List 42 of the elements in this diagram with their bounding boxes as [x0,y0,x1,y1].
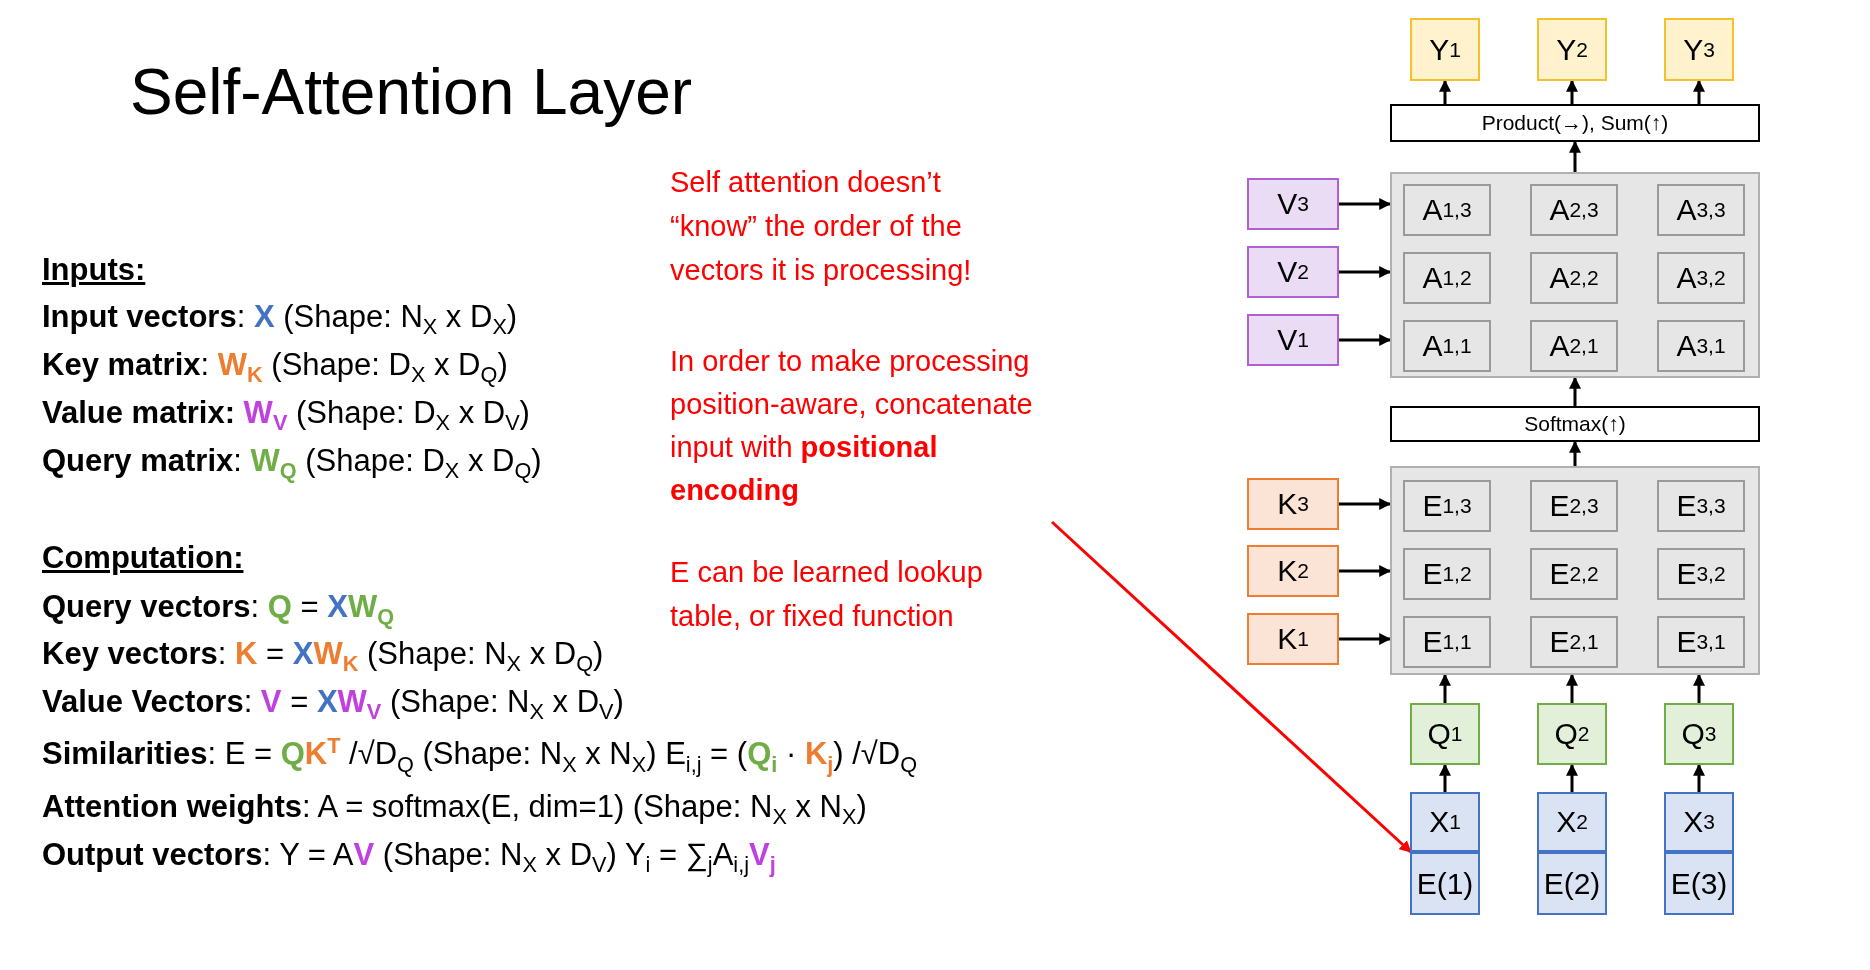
slide-title: Self-Attention Layer [130,55,693,129]
encoding-box: E(3) [1664,852,1734,915]
section-heading: Inputs: [42,252,146,288]
text-line: Output vectors: Y = AV (Shape: N$_{X}$ x D$_{V}$) Y$_{i}$ = ∑$_{j}$A$_{i,j}$V$_{j}$ [42,837,776,879]
arrow [1051,520,1412,854]
arrow [1693,673,1705,703]
text-line: Input vectors: X (Shape: N$_{X}$ x D$_{X}$) [42,299,518,341]
text-line: Key matrix: W$_{K}$ (Shape: D$_{X}$ x D$_{Q}$) [42,347,508,389]
arrow [1439,79,1451,104]
text-line: Query matrix: W$_{Q}$ (Shape: D$_{X}$ x D$_{Q}$) [42,443,542,485]
section-heading: Computation: [42,540,244,576]
arrow [1569,440,1581,466]
arrow [1439,673,1451,703]
arrow [1693,763,1705,792]
arrow [1339,565,1392,577]
arrow [1339,633,1392,645]
text-line: Query vectors: Q = XW$_{Q}$ [42,589,395,631]
encoding-box: E(1) [1410,852,1480,915]
text-line: Value matrix: W$_{V}$ (Shape: D$_{X}$ x D$_{V}$) [42,395,530,437]
text-line: Similarities: E = QK$^{T}$ /√D$_{Q}$ (Shape: N$_{X}$ x N$_{X}$) E$_{i,j}$ = (Q$_{i}$ · K$_{j}$) /√D$_{Q}$ [42,733,918,778]
operation-box: Product(→), Sum(↑) [1390,104,1760,142]
arrow [1339,498,1392,510]
operation-box: Softmax(↑) [1390,406,1760,442]
text-line: Key vectors: K = XW$_{K}$ (Shape: N$_{X}$ x D$_{Q}$) [42,636,604,678]
arrow [1339,266,1392,278]
encoding-box: E(2) [1537,852,1607,915]
text-line: Attention weights: A = softmax(E, dim=1) (Shape: N$_{X}$ x N$_{X}$) [42,789,867,831]
arrow [1569,376,1581,406]
text-line: Value Vectors: V = XW$_{V}$ (Shape: N$_{X}$ x D$_{V}$) [42,684,624,726]
arrow [1566,673,1578,703]
arrow [1339,334,1392,346]
arrow [1569,140,1581,172]
note-text: E can be learned lookup table, or fixed function [670,555,984,634]
arrow [1339,198,1392,210]
matrix-panel [1390,172,1760,378]
arrow [1566,763,1578,792]
arrow [1693,79,1705,104]
arrow [1439,763,1451,792]
note-text: In order to make processing position-aware, concatenate input with positional encoding [670,340,1050,510]
matrix-panel [1390,466,1760,675]
arrow [1566,79,1578,104]
note-text: Self attention doesn’t “know” the order of the vectors it is processing! [670,165,973,288]
